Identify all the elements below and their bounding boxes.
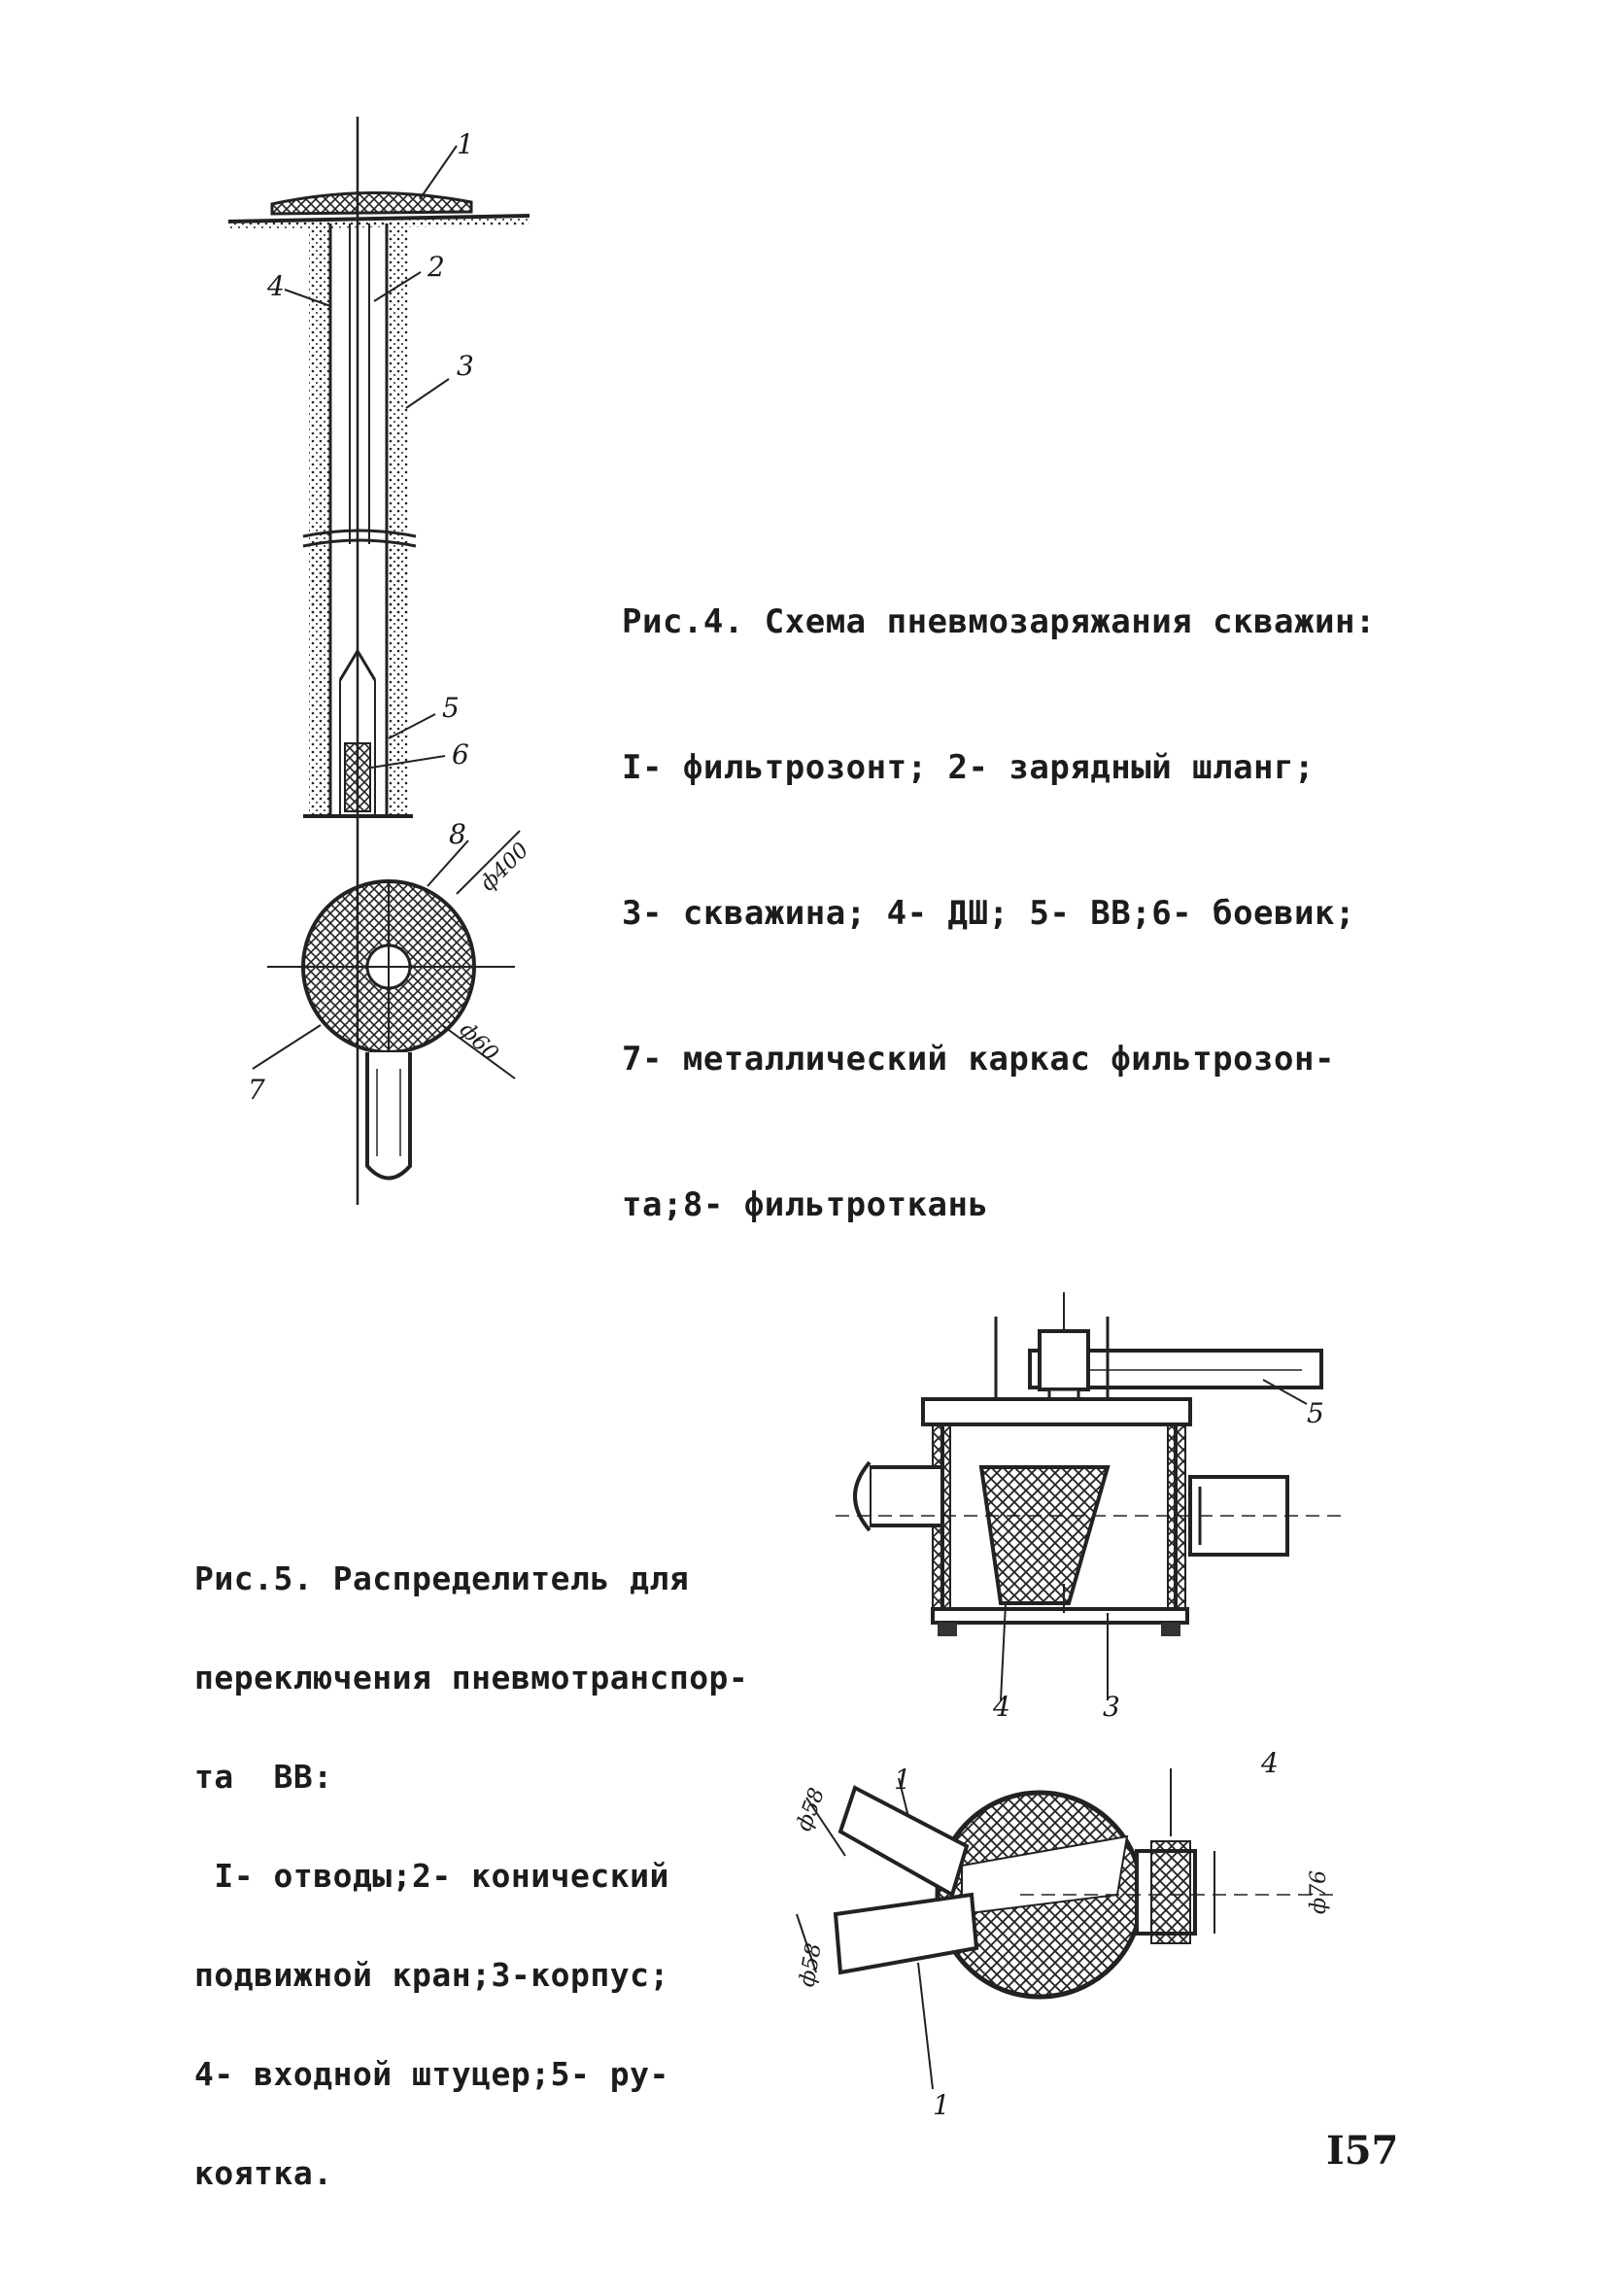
fig4-callout-4: 4 bbox=[267, 270, 285, 302]
figure-5-caption: Рис.5. Распределитель для переключения п… bbox=[194, 1496, 748, 2256]
filter-zond-cap bbox=[270, 190, 473, 216]
figure-4-caption: Рис.4. Схема пневмозаряжания скважин: I-… bbox=[622, 500, 1376, 1326]
caption-line: та ВВ: bbox=[194, 1758, 333, 1796]
caption-line: 3- скважина; 4- ДШ; 5- ВВ;6- боевик; bbox=[622, 894, 1355, 933]
fig5-callout-3: 3 bbox=[1103, 1691, 1120, 1723]
page-number: I57 bbox=[1326, 2128, 1399, 2174]
fig4-callout-5: 5 bbox=[442, 692, 460, 724]
caption-line: 7- металлический каркас фильтрозон- bbox=[622, 1040, 1335, 1079]
figure-4-borehole-diagram bbox=[227, 117, 530, 1205]
caption-line: Рис.4. Схема пневмозаряжания скважин: bbox=[622, 602, 1376, 641]
caption-line: та;8- фильтроткань bbox=[622, 1185, 989, 1224]
fig5-callout-1a: 1 bbox=[894, 1764, 911, 1796]
caption-line: коятка. bbox=[194, 2154, 333, 2192]
caption-line: подвижной кран;3-корпус; bbox=[194, 1956, 669, 1994]
fig5-callout-4b: 4 bbox=[1261, 1747, 1279, 1779]
figure-5-distributor-diagram bbox=[796, 1292, 1341, 2090]
fig4-callout-2: 2 bbox=[427, 251, 445, 283]
fig5-callout-5: 5 bbox=[1307, 1397, 1324, 1429]
fig5-callout-1b: 1 bbox=[933, 2089, 950, 2121]
fig4-callout-7: 7 bbox=[248, 1074, 265, 1106]
caption-line: I- фильтрозонт; 2- зарядный шланг; bbox=[622, 748, 1315, 787]
fig4-callout-6: 6 bbox=[452, 738, 469, 771]
fig5-dim-c: ф76 bbox=[1307, 1869, 1332, 1915]
caption-line: переключения пневмотранспор- bbox=[194, 1659, 749, 1696]
fig4-callout-8: 8 bbox=[449, 818, 466, 850]
caption-line: 4- входной штуцер;5- ру- bbox=[194, 2055, 669, 2093]
booster-charge bbox=[344, 742, 371, 812]
caption-line: I- отводы;2- конический bbox=[194, 1857, 669, 1895]
fig4-callout-3: 3 bbox=[457, 350, 474, 382]
caption-line: Рис.5. Распределитель для bbox=[194, 1559, 690, 1597]
fig4-callout-1: 1 bbox=[457, 128, 474, 160]
conical-valve bbox=[978, 1465, 1111, 1605]
fig5-callout-4: 4 bbox=[993, 1691, 1010, 1723]
